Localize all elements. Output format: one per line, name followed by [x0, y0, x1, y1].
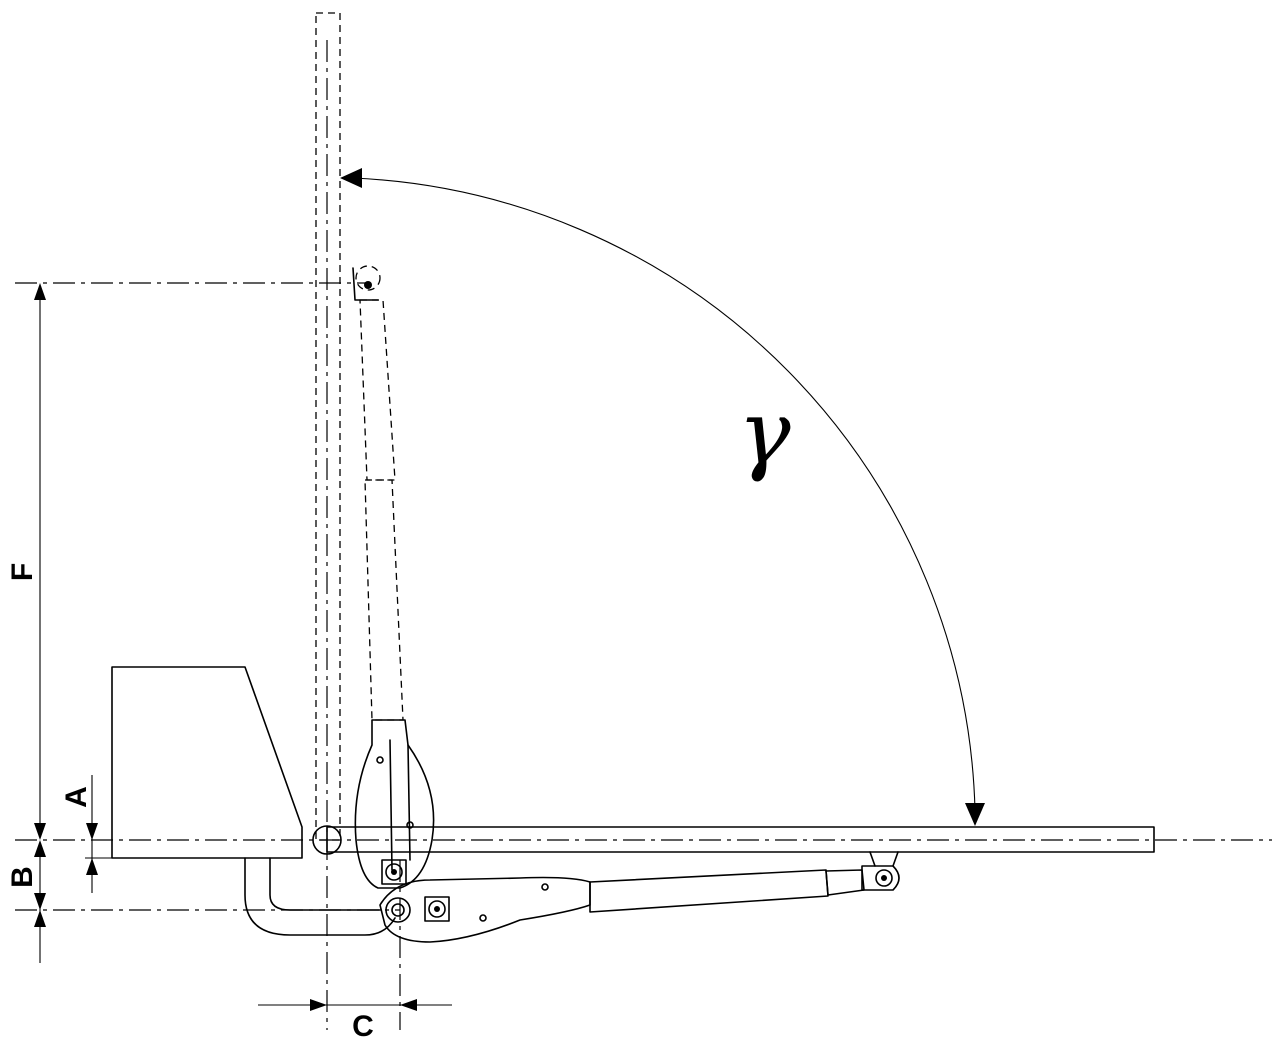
dimension-c-label: C — [352, 1010, 374, 1037]
dimension-b — [34, 840, 46, 963]
dimension-b-label: B — [6, 866, 39, 888]
wall-bracket — [244, 857, 396, 936]
dimension-f — [34, 283, 46, 840]
closed-gate-leaf — [312, 825, 1155, 855]
dimension-f-label: F — [6, 563, 39, 581]
dimension-a — [85, 775, 112, 893]
pillar — [111, 666, 303, 859]
opening-angle-arc — [340, 168, 985, 826]
dimension-a-label: A — [60, 786, 93, 808]
angle-gamma-label: γ — [738, 381, 791, 484]
opener-closed-position — [379, 851, 900, 943]
dimension-c — [258, 999, 452, 1011]
opener-open-position — [352, 265, 404, 721]
opener-motor-open — [354, 719, 435, 889]
open-gate-leaf — [315, 12, 341, 841]
center-lines — [15, 40, 1272, 1030]
